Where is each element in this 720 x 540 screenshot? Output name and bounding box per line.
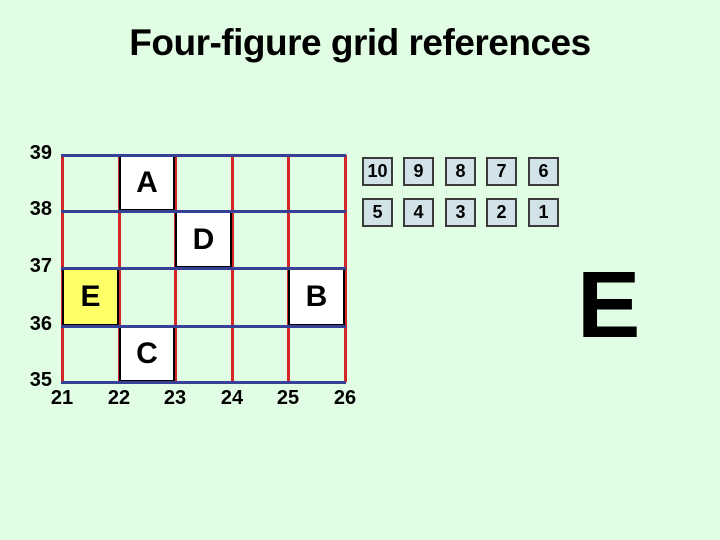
grid-cell-A: A	[119, 155, 175, 211]
answer-button-5[interactable]: 5	[362, 198, 393, 227]
answer-button-6[interactable]: 6	[528, 157, 559, 186]
grid-cell-C: C	[119, 326, 175, 382]
answer-button-10[interactable]: 10	[362, 157, 393, 186]
northing-label: 36	[29, 313, 52, 335]
answer-button-9[interactable]: 9	[403, 157, 434, 186]
grid-horizontal-line	[61, 325, 346, 328]
grid-horizontal-line	[61, 267, 346, 270]
northing-label: 39	[29, 142, 52, 164]
page-title: Four-figure grid references	[129, 22, 591, 63]
northing-label: 37	[29, 255, 52, 277]
easting-label: 22	[107, 387, 131, 409]
easting-label: 26	[333, 387, 357, 409]
grid-horizontal-line	[61, 154, 346, 157]
grid-cell-E: E	[62, 268, 119, 326]
easting-label: 25	[276, 387, 300, 409]
answer-button-2[interactable]: 2	[486, 198, 517, 227]
answer-button-4[interactable]: 4	[403, 198, 434, 227]
answer-button-3[interactable]: 3	[445, 198, 476, 227]
easting-label: 23	[163, 387, 187, 409]
grid-horizontal-line	[61, 381, 346, 384]
answer-button-1[interactable]: 1	[528, 198, 559, 227]
northing-label: 38	[29, 198, 52, 220]
easting-label: 21	[50, 387, 74, 409]
grid-horizontal-line	[61, 210, 346, 213]
northing-label: 35	[29, 369, 52, 391]
answer-button-8[interactable]: 8	[445, 157, 476, 186]
grid-cell-D: D	[175, 211, 232, 268]
easting-label: 24	[220, 387, 244, 409]
big-letter: E	[577, 252, 641, 358]
grid-cell-B: B	[288, 268, 345, 326]
answer-button-7[interactable]: 7	[486, 157, 517, 186]
